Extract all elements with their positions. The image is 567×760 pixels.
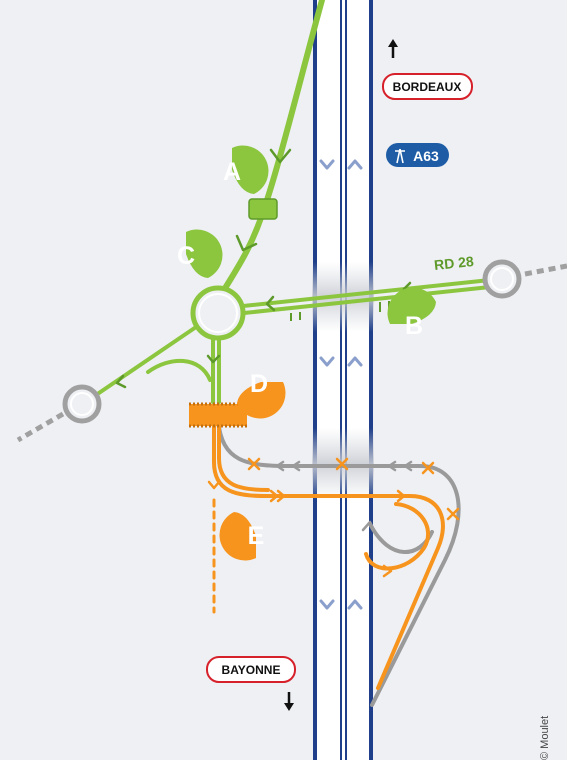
motorway-icon	[395, 148, 405, 164]
marker-b[interactable]: B	[387, 287, 436, 340]
marker-d-label: D	[250, 370, 268, 398]
roundabout-c	[190, 285, 246, 341]
marker-b-label: B	[405, 312, 423, 340]
marker-e[interactable]: E	[219, 512, 265, 561]
motorway-shield: A63	[386, 143, 449, 167]
motorway-direction-chevrons	[319, 159, 363, 610]
bridge-structure-a	[248, 198, 278, 220]
roundabout-c-inner	[198, 293, 238, 333]
arrow-up-icon	[388, 39, 398, 58]
motorway	[312, 0, 374, 760]
toll-plaza-d	[189, 402, 247, 428]
destination-north-label: BORDEAUX	[393, 80, 462, 94]
roundabout-west	[16, 384, 102, 443]
existing-roads	[94, 0, 492, 404]
orange-chevrons	[207, 480, 406, 578]
marker-d[interactable]: D	[237, 370, 286, 419]
green-chevrons	[115, 148, 414, 389]
marker-a[interactable]: A	[223, 145, 269, 194]
roundabout-east	[482, 259, 567, 299]
destination-sign-south: BAYONNE	[206, 656, 296, 683]
marker-c-label: C	[177, 242, 195, 270]
marker-a-label: A	[223, 158, 241, 186]
arrow-down-icon	[284, 692, 294, 711]
grey-chevrons	[275, 460, 413, 534]
marker-c[interactable]: C	[177, 229, 223, 278]
marker-e-label: E	[248, 522, 265, 550]
motorway-shield-label: A63	[413, 148, 439, 164]
destination-sign-north: BORDEAUX	[382, 73, 473, 100]
cross-icon	[247, 457, 460, 521]
photo-credit: © Moulet	[539, 716, 551, 760]
road-label-rd28: RD 28	[433, 253, 474, 273]
planned-ramps	[212, 418, 445, 690]
destination-south-label: BAYONNE	[222, 663, 281, 677]
